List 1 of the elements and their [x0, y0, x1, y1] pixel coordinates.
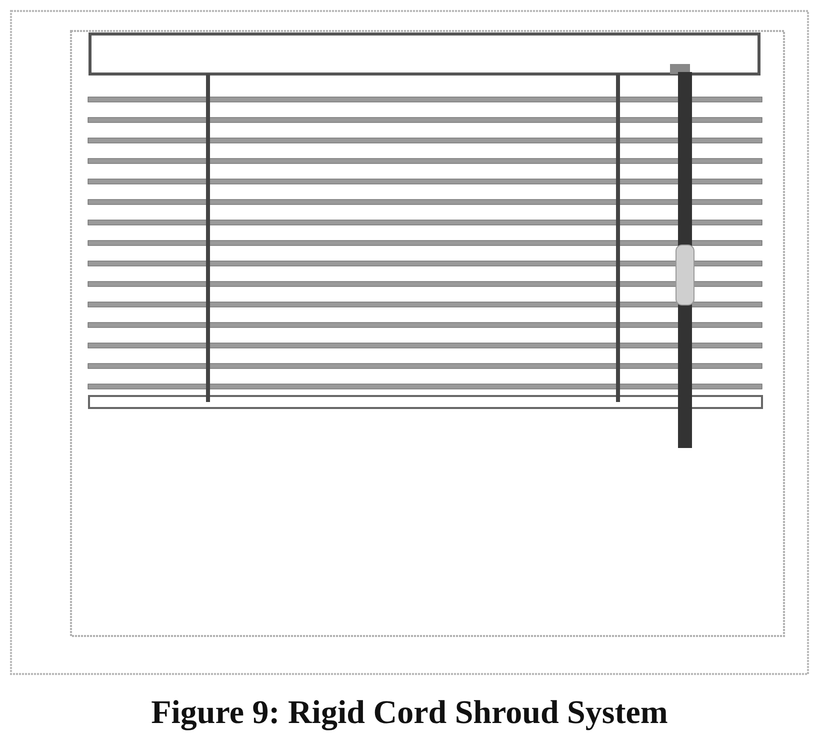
figure-caption: Figure 9: Rigid Cord Shroud System [150, 695, 669, 732]
